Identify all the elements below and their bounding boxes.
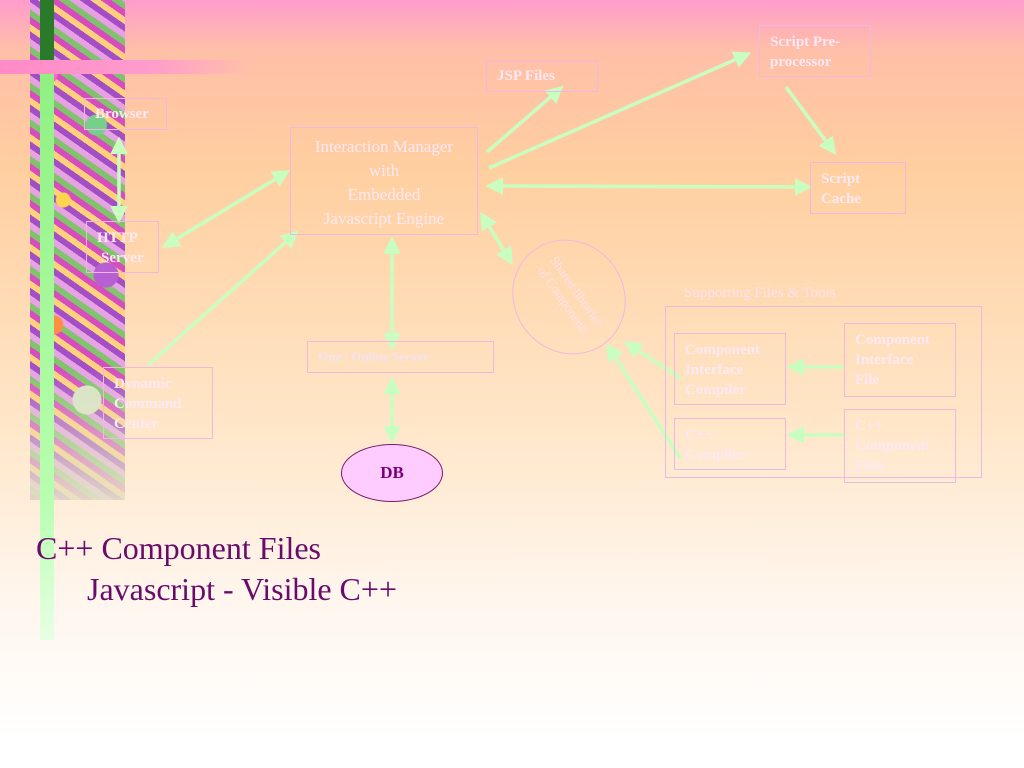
jsp-files-label: JSP Files	[497, 68, 555, 84]
script-cache-label-1: Script	[821, 171, 861, 187]
script-cache-box: Script Cache	[810, 162, 906, 214]
supporting-files-container	[665, 306, 982, 478]
ccf-label-1: C++	[855, 418, 883, 434]
script-pre-label-1: Script Pre-	[770, 34, 841, 50]
cif-label-3: File	[855, 372, 880, 388]
http-server-label-2: Server	[101, 250, 144, 266]
http-server-label-1: HTTP	[97, 230, 138, 246]
cpp-compiler-box: C++ Compiler	[674, 418, 786, 470]
ccf-label-2: Component	[855, 438, 931, 454]
dcc-label-1: Dynamic	[114, 376, 172, 392]
component-interface-file-box: Component Interface File	[844, 323, 956, 397]
dcc-label-3: Center	[114, 416, 159, 432]
cpp-compiler-label-1: C++	[685, 427, 713, 443]
supporting-files-label: Supporting Files & Tools	[684, 285, 836, 301]
ccf-label-3: Files	[855, 458, 885, 474]
dcc-label-2: Command	[114, 396, 182, 412]
jsp-files-box: JSP Files	[486, 60, 598, 92]
script-cache-label-2: Cache	[821, 191, 861, 207]
cic-label-2: Interface	[685, 362, 744, 378]
dynamic-command-center-box: Dynamic Command Center	[103, 367, 213, 439]
http-server-box: HTTP Server	[86, 221, 159, 273]
decorative-horizontal-bar	[0, 60, 250, 74]
db-label: DB	[380, 463, 404, 482]
object-server-label: One / Online Server	[318, 349, 429, 364]
arrow-im-preprocessor	[488, 51, 752, 170]
cif-label-1: Component	[855, 332, 931, 348]
arrow-cic-libs	[624, 341, 681, 380]
cif-label-2: Interface	[855, 352, 914, 368]
cic-label-1: Component	[685, 342, 761, 358]
slide-subtitle: Javascript - Visible C++	[87, 571, 397, 607]
browser-box: Browser	[84, 98, 167, 130]
script-pre-label-2: processor	[770, 54, 832, 70]
arrow-cppcompiler-libs	[606, 343, 682, 459]
arrow-im-jsp	[485, 85, 564, 154]
browser-label: Browser	[95, 106, 149, 122]
cpp-compiler-label-2: Compiler	[685, 447, 746, 463]
im-label-1: Interaction Manager	[314, 137, 454, 156]
slide-title: C++ Component Files	[36, 530, 321, 566]
decorative-stripe-light	[40, 0, 54, 640]
cpp-component-files-box: C++ Component Files	[844, 409, 956, 483]
database-node: DB	[341, 444, 443, 502]
script-preprocessor-box: Script Pre- processor	[759, 25, 871, 77]
object-server-box: One / Online Server	[307, 341, 494, 373]
im-label-3: Embedded	[347, 185, 421, 204]
interaction-manager-box: Interaction Manager with Embedded Javasc…	[290, 127, 478, 235]
arrow-http-im	[162, 170, 290, 248]
im-label-4: Javascript Engine	[323, 209, 445, 228]
arrow-im-libs	[480, 212, 513, 265]
component-interface-compiler-box: Component Interface Compiler	[674, 333, 786, 405]
arrow-dcc-im	[146, 230, 299, 367]
im-label-2: with	[368, 161, 400, 180]
cic-label-3: Compiler	[685, 382, 746, 398]
arrow-preprocessor-cache	[784, 85, 837, 155]
arrow-im-cache	[485, 177, 813, 196]
